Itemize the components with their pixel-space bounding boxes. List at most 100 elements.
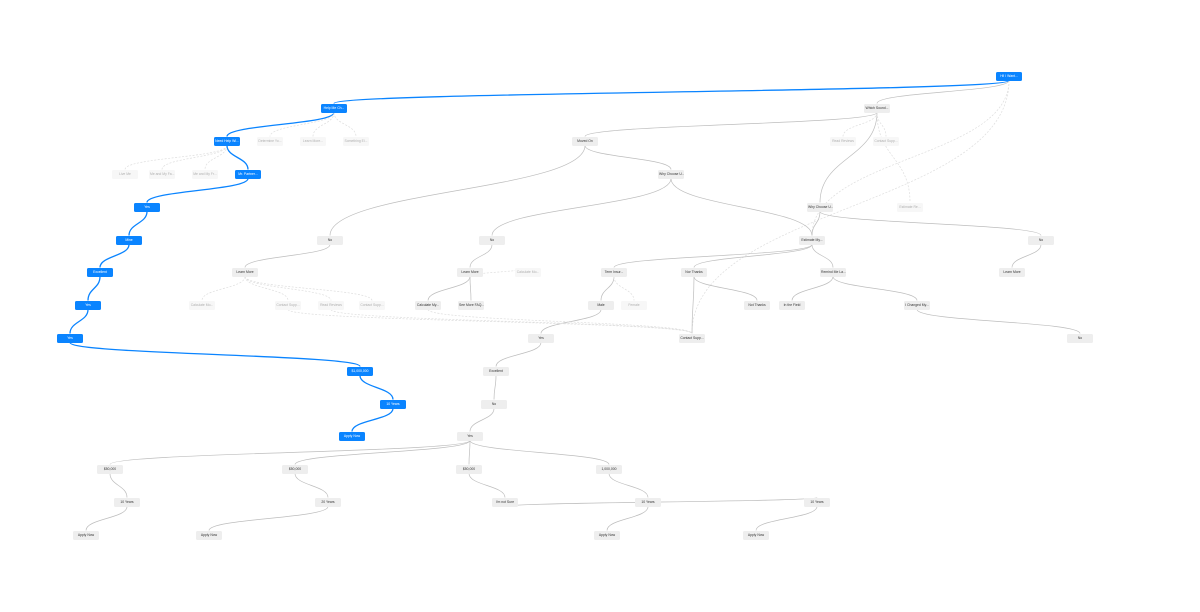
node-n6[interactable]: Learn More [232,267,258,277]
node-n9[interactable]: See More FAQ... [458,300,484,310]
node-r3[interactable]: No [481,399,507,409]
edge-r4-s1 [109,440,471,465]
node-t2[interactable]: 20 Years [315,497,341,507]
node-c6[interactable]: Yes [57,333,83,343]
node-q1[interactable]: Term Insur... [601,267,627,277]
edge-m1-m3 [842,112,878,137]
edge-r4-s2 [294,440,471,465]
node-c8[interactable]: 10 Years [380,399,406,409]
node-n3[interactable]: No [317,235,343,245]
node-m6[interactable]: Why Choose U... [807,202,833,212]
edge-q1-q5 [613,276,635,301]
edge-n3-n6 [244,244,331,268]
node-u2[interactable]: Apply Now [196,530,222,540]
edge-t3-u3 [606,506,649,531]
node-s1[interactable]: $50,000 [97,464,123,474]
node-r2[interactable]: Excellent [483,366,509,376]
node-q5[interactable]: Female [621,300,647,310]
node-t4[interactable]: 10 Years [804,497,830,507]
node-b1[interactable]: Need Help Wi... [214,136,240,146]
node-q2[interactable]: Nor Thanks [681,267,707,277]
node-p3[interactable]: Contact Supp... [275,300,301,310]
node-p4[interactable]: Contact Supp... [359,300,385,310]
edge-m6-n4 [819,211,1042,236]
node-n7[interactable]: Learn More [999,267,1025,277]
edge-m2-n3 [329,145,586,236]
node-a4[interactable]: Something El... [343,136,369,146]
node-r4[interactable]: Yes [457,431,483,441]
node-root[interactable]: Hi! I Want... [996,71,1022,81]
node-a2[interactable]: Determine Yo... [257,136,283,146]
node-b2[interactable]: Live Me [112,169,138,179]
edge-a1-a4 [333,112,357,137]
edge-q3-q8 [791,276,834,301]
node-t3[interactable]: 10 Years [635,497,661,507]
node-q3[interactable]: Remind Me La... [820,267,846,277]
edge-m6-n1 [811,211,821,236]
node-p5[interactable]: Read Reviews [318,300,344,310]
edge-c4-c5 [87,276,101,301]
node-n1[interactable]: Estimate My... [799,235,825,245]
node-t1[interactable]: 10 Years [114,497,140,507]
node-c3[interactable]: Mine [116,235,142,245]
edge-root-a1 [333,79,1010,105]
node-n8[interactable]: Calculate My... [415,300,441,310]
edge-n8-q6 [427,309,693,334]
edge-n6-p3 [244,276,289,301]
node-c1[interactable]: Mr. Partner... [235,169,261,179]
node-s2[interactable]: $50,000 [282,464,308,474]
node-c9[interactable]: Apply Now [339,431,365,441]
edge-c3-c4 [99,244,130,268]
node-u3[interactable]: Apply Now [594,530,620,540]
edge-m1-m4 [876,112,887,137]
edge-m2-m5 [584,145,672,170]
edge-c6-c7 [69,341,361,368]
edge-b1-b2 [124,145,228,170]
node-a1[interactable]: Help Me Ch... [321,103,347,113]
node-q7[interactable]: Not Thanks [744,300,770,310]
node-m4[interactable]: Contact Supp... [873,136,899,146]
node-n2[interactable]: No [479,235,505,245]
node-r5[interactable]: No [1067,333,1093,343]
node-r1[interactable]: Yes [528,333,554,343]
node-q8[interactable]: In the Field [779,300,805,310]
edge-m1-m2 [584,112,878,137]
node-p1[interactable]: Calculate Mo... [189,300,215,310]
node-c2[interactable]: Yes [134,202,160,212]
node-s3[interactable]: $50,000 [456,464,482,474]
node-q4[interactable]: Male [588,300,614,310]
node-m1[interactable]: Which Sound... [864,103,890,113]
node-n5[interactable]: Learn More [457,267,483,277]
node-p2[interactable]: Calculate Mo... [515,267,541,277]
node-c7[interactable]: $1,000,000 [347,366,373,376]
node-c4[interactable]: Excellent [87,267,113,277]
edge-a1-b1 [226,111,335,138]
edge-n2-n5 [469,244,493,268]
edge-m1-m6 [819,112,878,203]
edge-s2-t2 [294,473,329,498]
edge-b1-b3 [161,145,228,170]
edge-n5-n9 [469,276,472,301]
edge-n1-q1 [613,244,813,268]
node-q9[interactable]: I Changed My... [904,300,930,310]
node-q6[interactable]: Contact Supp... [679,333,705,343]
node-m7[interactable]: Estimate Re... [897,202,923,212]
node-u1[interactable]: Apply Now [73,530,99,540]
node-m3[interactable]: Read Reviews [830,136,856,146]
node-u4[interactable]: Apply Now [743,530,769,540]
node-b3[interactable]: Me and My Fa... [149,169,175,179]
edge-n6-p5 [244,276,332,301]
node-n4[interactable]: No [1028,235,1054,245]
node-m5[interactable]: Why Choose U... [658,169,684,179]
edge-m1-m7 [876,112,911,203]
edge-root-n1 [811,80,1010,236]
node-s4[interactable]: 1,000,000 [596,464,622,474]
node-m2[interactable]: Moved On [572,136,598,146]
node-b4[interactable]: Me and My Fr... [192,169,218,179]
node-t5[interactable]: I'm not Sure [492,497,518,507]
node-a3[interactable]: Learn More... [300,136,326,146]
edge-q4-r1 [540,309,602,334]
node-c5[interactable]: Yes [75,300,101,310]
